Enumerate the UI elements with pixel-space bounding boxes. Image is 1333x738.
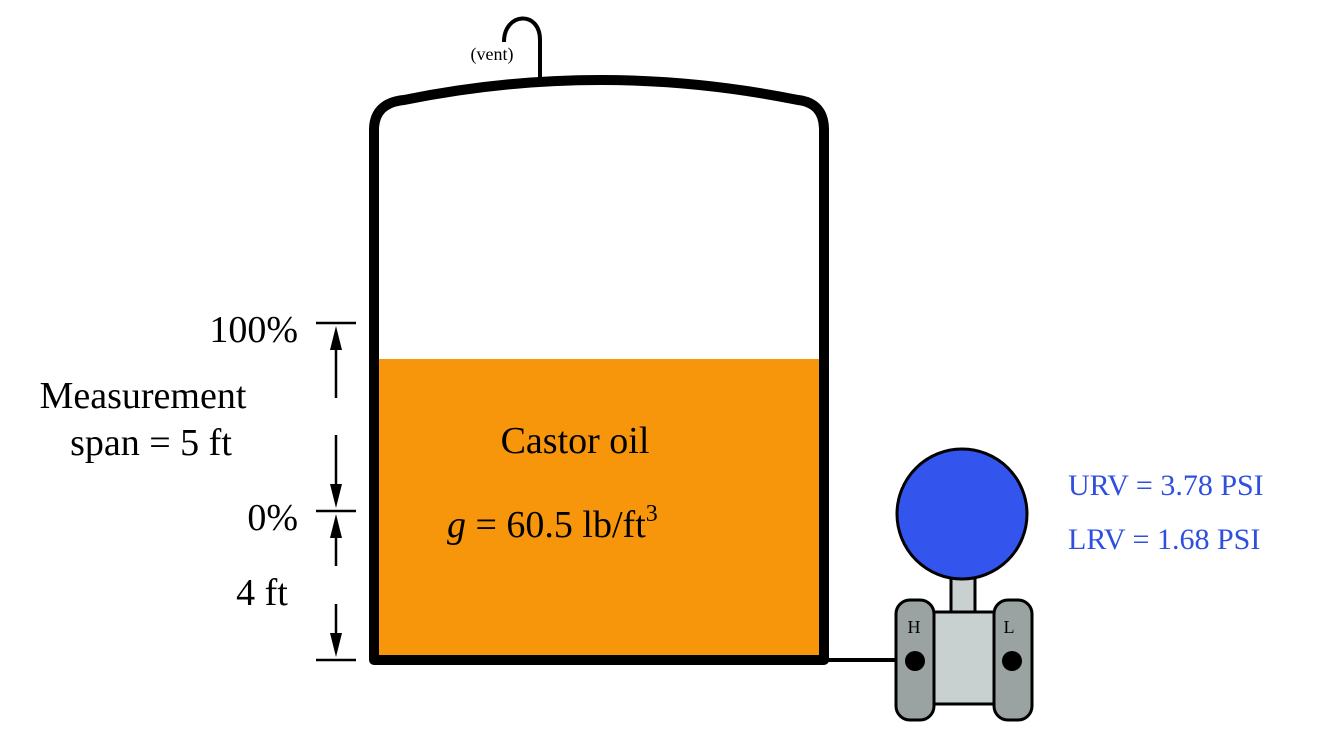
tank-vessel xyxy=(369,75,829,665)
high-pressure-port xyxy=(905,651,925,671)
span-label-line2: span = 5 ft xyxy=(70,422,232,464)
span-label-line1: Measurement xyxy=(40,375,247,417)
density-exponent: 3 xyxy=(646,501,658,527)
level-0-label: 0% xyxy=(247,497,298,539)
low-port-label: L xyxy=(1004,617,1015,637)
low-pressure-port xyxy=(1002,651,1022,671)
level-100-label: 100% xyxy=(209,309,298,351)
liquid-name-label: Castor oil xyxy=(501,420,650,462)
urv-label: URV = 3.78 PSI xyxy=(1068,469,1264,502)
span-dimension-arrow xyxy=(330,326,342,508)
vent-label: (vent) xyxy=(471,44,514,65)
offset-label: 4 ft xyxy=(236,572,288,614)
density-value: = 60.5 lb/ft xyxy=(466,504,646,546)
lrv-label: LRV = 1.68 PSI xyxy=(1068,523,1260,556)
offset-dimension-arrow xyxy=(330,514,342,657)
vent-pipe xyxy=(502,16,542,80)
dp-transmitter: H L xyxy=(894,447,1034,722)
transmitter-body xyxy=(930,610,998,706)
density-label: g = 60.5 lb/ft3 xyxy=(447,501,658,546)
transmitter-dial xyxy=(895,447,1029,581)
transmitter-neck xyxy=(949,572,977,618)
castor-oil-liquid xyxy=(374,359,824,659)
high-port-label: H xyxy=(908,617,921,637)
density-symbol: g xyxy=(447,504,466,546)
